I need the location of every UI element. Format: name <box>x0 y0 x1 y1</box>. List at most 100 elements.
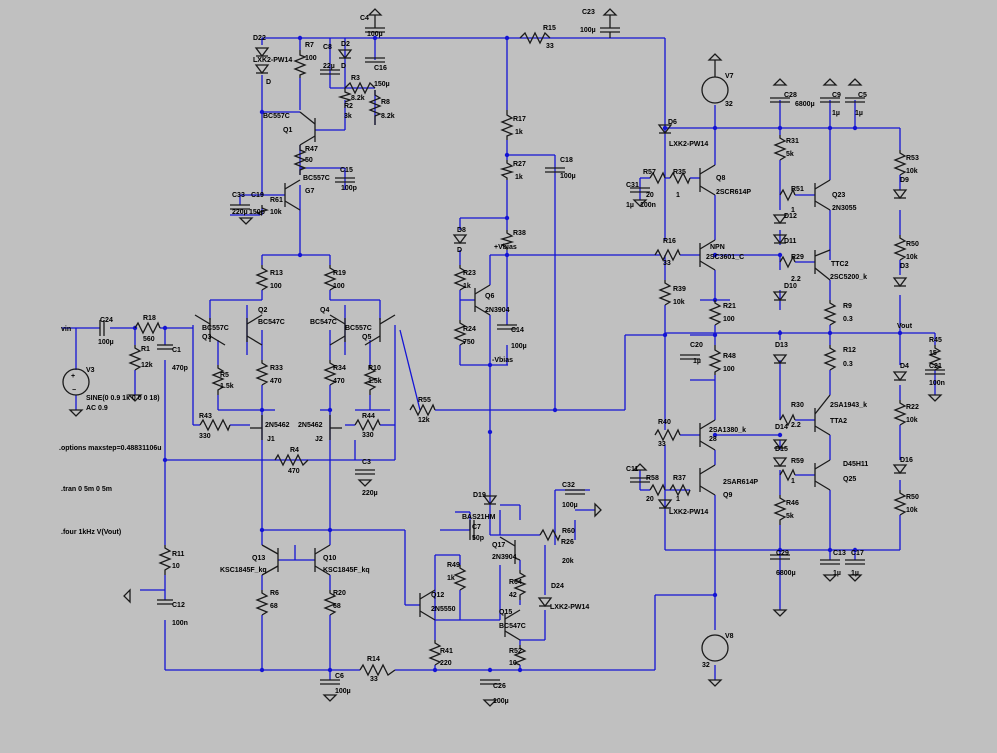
svg-text:150µ: 150µ <box>374 81 390 88</box>
transistor-q8 <box>699 164 716 196</box>
svg-text:R13: R13 <box>270 270 283 277</box>
svg-text:R44: R44 <box>362 413 375 420</box>
svg-text:R40: R40 <box>658 419 671 426</box>
svg-text:D12: D12 <box>784 213 797 220</box>
ground-14 <box>367 8 383 16</box>
svg-text:R49: R49 <box>447 562 460 569</box>
svg-text:100µ: 100µ <box>560 173 576 180</box>
resistor-r18 <box>134 321 161 335</box>
svg-text:12k: 12k <box>418 417 430 424</box>
svg-text:-Vbias: -Vbias <box>492 357 513 364</box>
svg-text:C1: C1 <box>172 347 181 354</box>
capacitor-c23 <box>600 15 620 38</box>
svg-text:100: 100 <box>723 316 735 323</box>
svg-text:R18: R18 <box>143 315 156 322</box>
svg-text:C18: C18 <box>560 157 573 164</box>
svg-text:100µ: 100µ <box>493 698 509 705</box>
svg-text:0.3: 0.3 <box>843 361 853 368</box>
svg-text:R43: R43 <box>199 413 212 420</box>
svg-text:R55: R55 <box>418 397 431 404</box>
svg-text:C33: C33 <box>232 192 245 199</box>
svg-text:−: − <box>72 387 76 394</box>
svg-text:2SC3601_C: 2SC3601_C <box>706 254 744 261</box>
svg-text:20k: 20k <box>562 558 574 565</box>
wires <box>62 37 936 680</box>
capacitor-c13 <box>820 559 840 565</box>
resistor-r41 <box>428 640 442 666</box>
capacitor-c32 <box>565 489 585 495</box>
svg-text:2N3904: 2N3904 <box>492 554 517 561</box>
svg-text:R38: R38 <box>513 230 526 237</box>
ground-15 <box>602 8 618 16</box>
svg-text:32: 32 <box>702 662 710 669</box>
ground-20 <box>632 199 648 207</box>
svg-text:100: 100 <box>270 283 282 290</box>
svg-text:100µ: 100µ <box>562 502 578 509</box>
transistor-q6 <box>474 284 491 316</box>
svg-text:470p: 470p <box>172 365 188 372</box>
ground-19 <box>847 78 863 86</box>
svg-text:BC547C: BC547C <box>258 319 285 326</box>
resistor-r8 <box>368 90 382 125</box>
svg-text:R34: R34 <box>333 365 346 372</box>
svg-text:Q25: Q25 <box>843 476 856 483</box>
svg-text:1k: 1k <box>515 174 523 181</box>
svg-text:1µ: 1µ <box>855 110 863 117</box>
svg-text:10: 10 <box>509 660 517 667</box>
svg-text:D11: D11 <box>784 238 797 245</box>
svg-text:5k: 5k <box>786 151 794 158</box>
svg-text:2SA1380_k: 2SA1380_k <box>709 427 746 434</box>
svg-text:68: 68 <box>333 603 341 610</box>
svg-text:100n: 100n <box>640 202 656 209</box>
svg-text:1: 1 <box>676 192 680 199</box>
svg-text:C21: C21 <box>929 363 942 370</box>
svg-text:R21: R21 <box>723 303 736 310</box>
resistor-r64 <box>513 570 527 600</box>
resistor-r40 <box>654 428 681 442</box>
svg-text:R20: R20 <box>333 590 346 597</box>
svg-text:D3: D3 <box>900 263 909 270</box>
svg-text:1µ: 1µ <box>626 202 634 209</box>
svg-text:68: 68 <box>270 603 278 610</box>
svg-text:2N5550: 2N5550 <box>431 606 456 613</box>
capacitor-c1 <box>157 344 173 350</box>
resistor-r35 <box>669 171 691 185</box>
transistor-q2 <box>246 314 263 346</box>
svg-text:R59: R59 <box>791 458 804 465</box>
ground-6 <box>482 699 498 707</box>
svg-text:R7: R7 <box>305 42 314 49</box>
svg-text:TTC2: TTC2 <box>831 261 849 268</box>
resistor-r55 <box>409 403 436 417</box>
svg-text:100: 100 <box>305 55 317 62</box>
diode-d19 <box>482 495 498 506</box>
svg-text:470: 470 <box>288 468 300 475</box>
svg-text:32: 32 <box>725 101 733 108</box>
svg-text:D13: D13 <box>775 342 788 349</box>
svg-text:100n: 100n <box>929 380 945 387</box>
svg-text:R26: R26 <box>561 539 574 546</box>
resistor-r60 <box>539 528 561 542</box>
resistor-r11 <box>158 545 172 575</box>
svg-text:R46: R46 <box>786 500 799 507</box>
svg-text:10k: 10k <box>270 209 282 216</box>
resistor-r5 <box>211 365 225 395</box>
svg-text:470: 470 <box>333 378 345 385</box>
resistor-r6 <box>255 590 269 616</box>
svg-text:R58: R58 <box>646 475 659 482</box>
diode-d2 <box>337 49 353 60</box>
resistor-r4 <box>274 453 309 467</box>
svg-text:J2: J2 <box>315 436 323 443</box>
svg-text:R27: R27 <box>513 161 526 168</box>
svg-text:Q5: Q5 <box>362 334 371 341</box>
svg-text:BAS21HM: BAS21HM <box>462 514 496 521</box>
svg-text:+: + <box>71 373 75 380</box>
svg-text:28: 28 <box>709 436 717 443</box>
transistor-q28 <box>699 419 716 451</box>
svg-text:NPN: NPN <box>710 244 725 251</box>
svg-text:R64: R64 <box>509 579 522 586</box>
transistor-q4 <box>329 314 346 346</box>
resistor-r45 <box>928 345 942 371</box>
transistor-q1 <box>299 111 316 146</box>
svg-text:R10: R10 <box>368 365 381 372</box>
